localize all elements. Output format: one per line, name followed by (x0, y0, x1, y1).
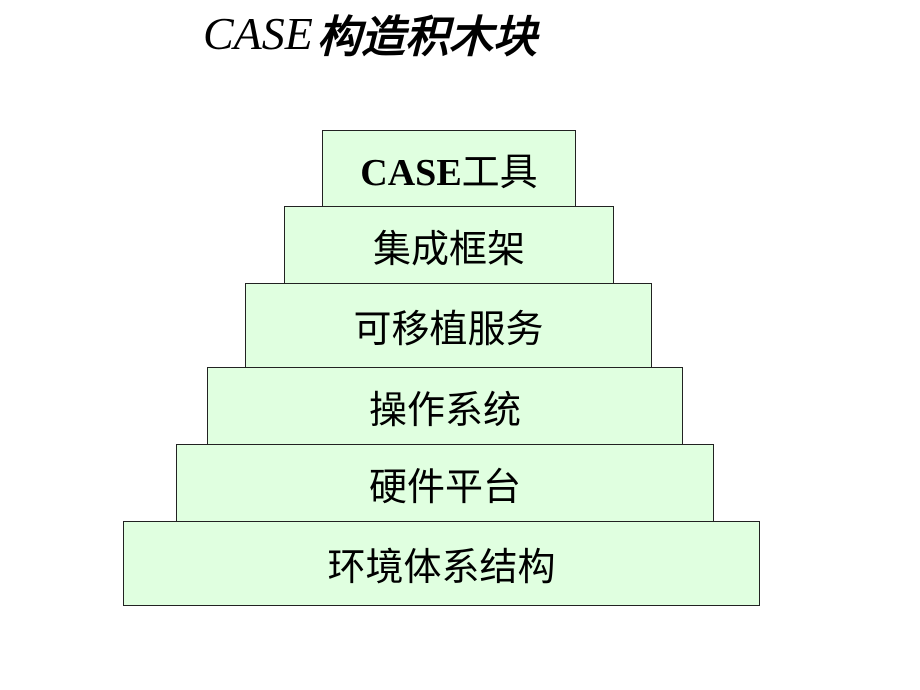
block-portability-services: 可移植服务 (245, 283, 652, 368)
block-label: 操作系统 (368, 387, 521, 432)
block-case-tools: CASE工具 (322, 130, 576, 207)
title-latin: CASE (203, 7, 313, 59)
block-integration-framework: 集成框架 (284, 206, 614, 284)
block-label-latin: CASE (360, 152, 462, 194)
block-label: 可移植服务 (353, 307, 544, 351)
slide-title: CASE 构造积木块 (203, 2, 537, 64)
block-hardware-platform: 硬件平台 (176, 444, 714, 522)
title-cjk: 构造积木块 (316, 12, 537, 63)
block-label: 集成框架 (372, 226, 525, 271)
block-environment-architecture: 环境体系结构 (123, 521, 760, 606)
block-label: 环境体系结构 (327, 545, 556, 589)
block-label: 硬件平台 (368, 464, 521, 509)
block-operating-system: 操作系统 (207, 367, 683, 445)
block-label: 工具 (461, 150, 538, 194)
